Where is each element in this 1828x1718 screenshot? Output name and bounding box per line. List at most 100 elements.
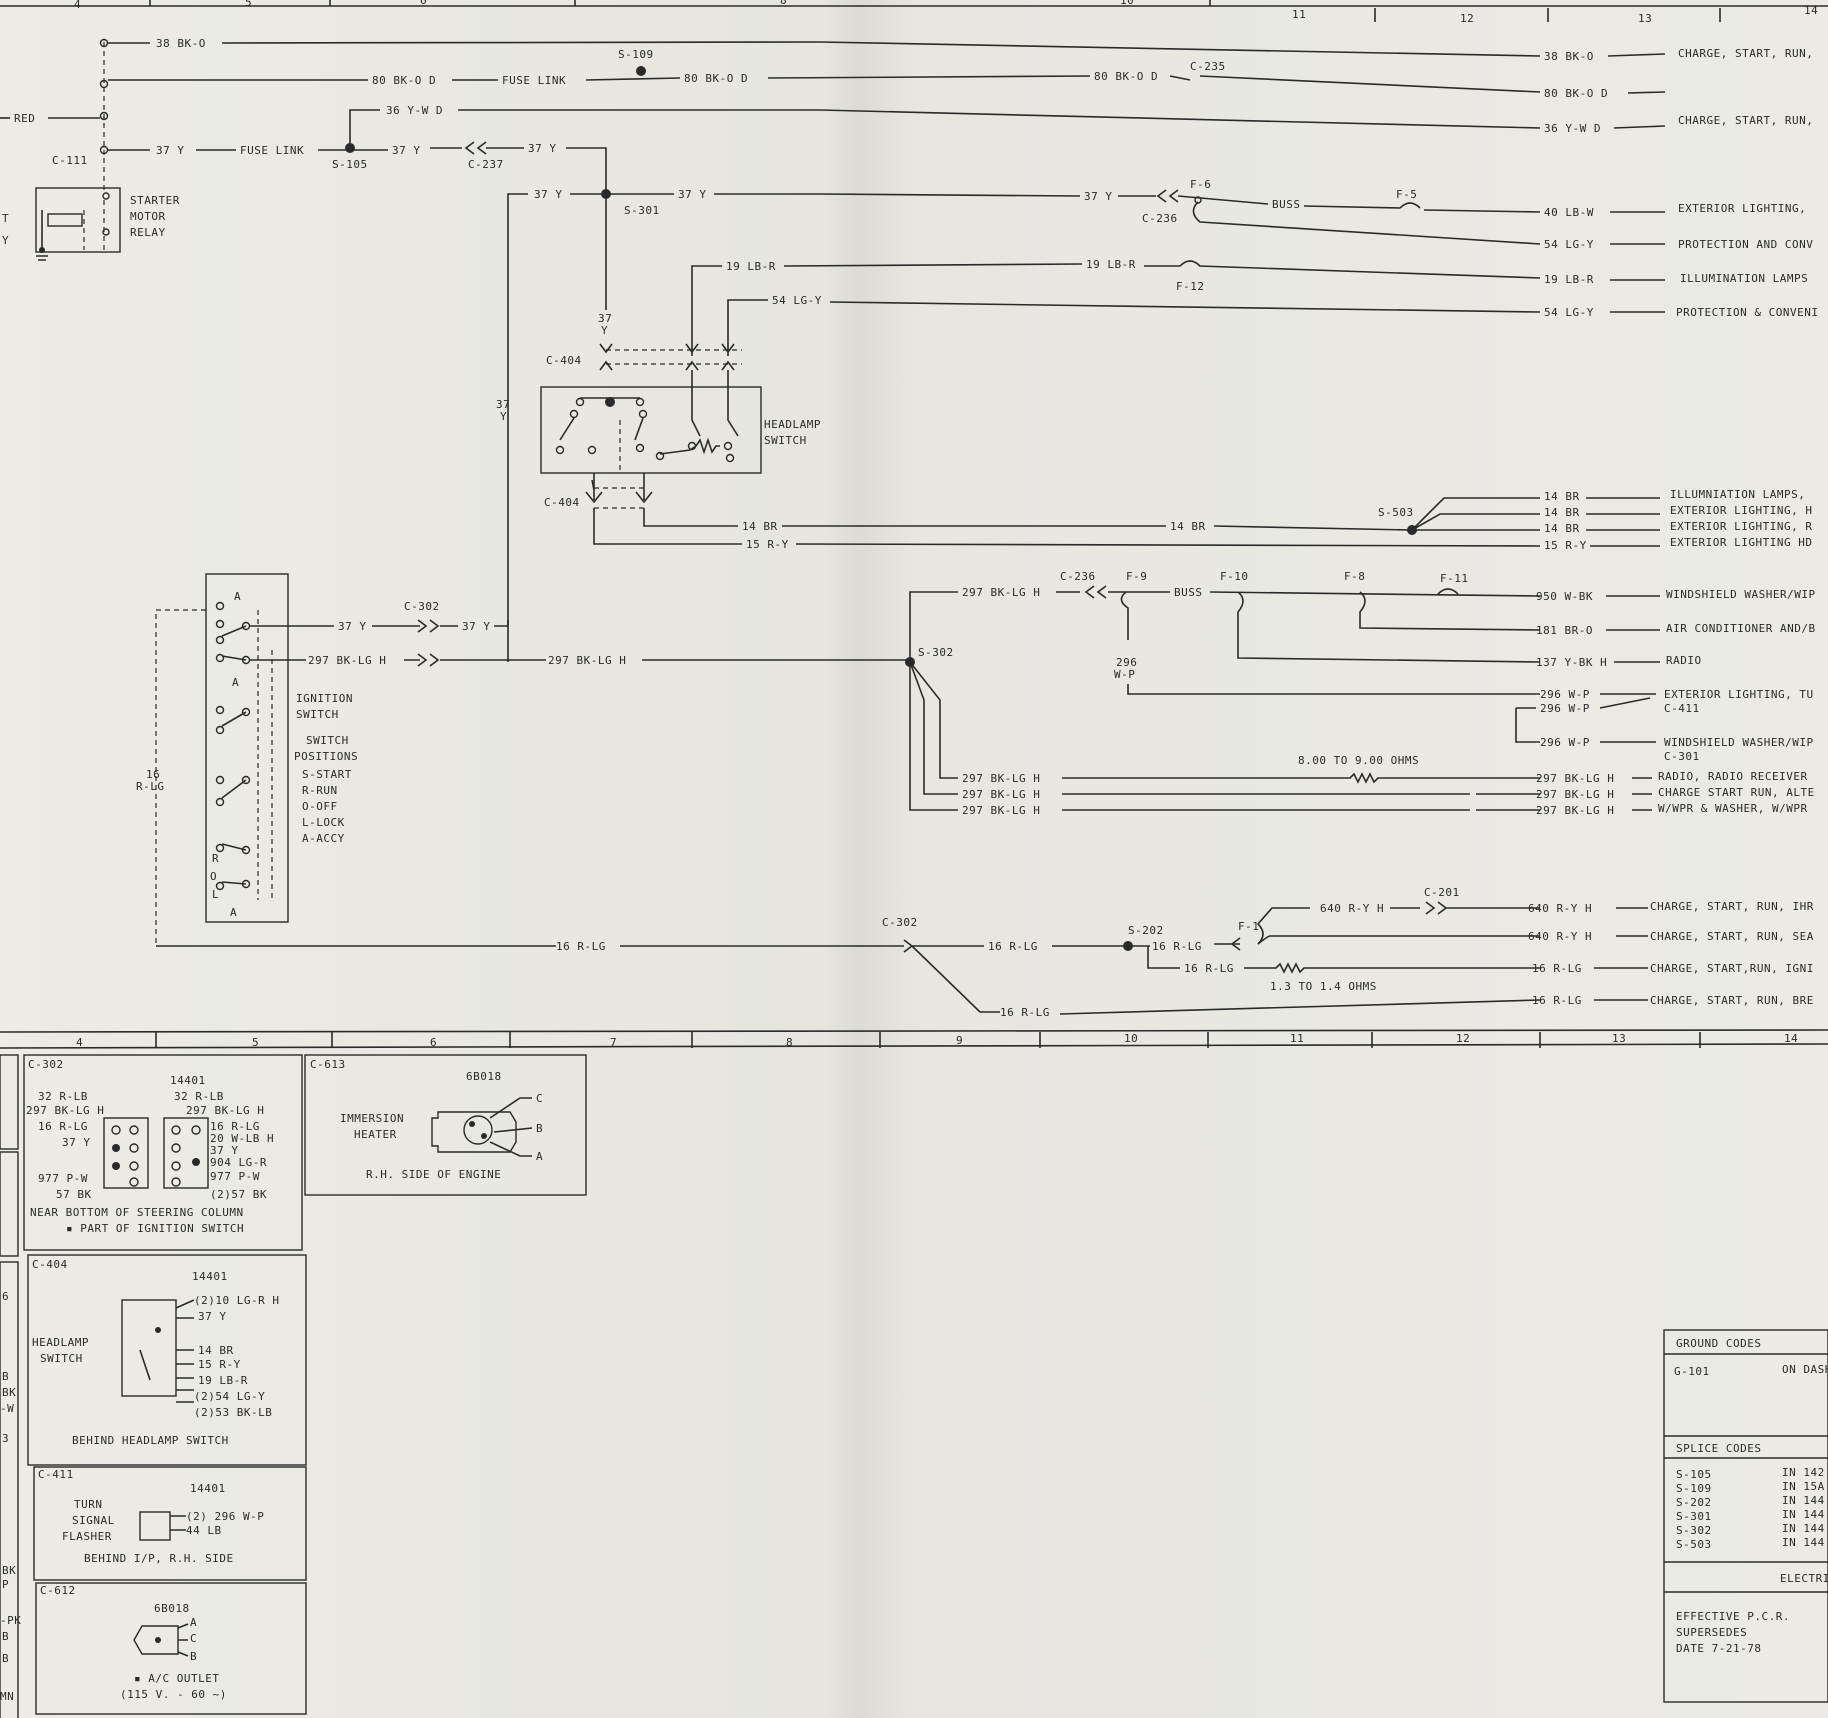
splice-label: S-301 [624, 204, 660, 217]
destination-label: EXTERIOR LIGHTING, R [1670, 520, 1812, 533]
fuse-link-label: FUSE LINK [502, 74, 566, 87]
part-number: 14401 [190, 1482, 226, 1495]
connector-id: C-612 [40, 1584, 76, 1597]
grid-col-label: 8 [780, 0, 787, 7]
connector-label: C-302 [404, 600, 440, 613]
middle-grid: 4 5 6 7 8 9 10 11 12 13 14 [0, 1029, 1828, 1049]
pin-letter: C [536, 1092, 543, 1105]
switch-position-letter: A [232, 676, 239, 689]
codes-block: GROUND CODES G-101 ON DASH SPLICE CODES … [1663, 1329, 1828, 1703]
grid-col-label: 6 [430, 1036, 437, 1049]
fuse-label: F-11 [1440, 572, 1469, 585]
pin-letter: A [536, 1150, 543, 1163]
connector-c612-detail: C-612 6B018 A C B ▪ A/C OUTLET (115 V. -… [35, 1582, 307, 1715]
wire-label: 37 [496, 398, 510, 411]
connector-label: F-6 [1190, 178, 1211, 191]
grid-col-label: 7 [610, 1036, 617, 1049]
wire-label: W-P [1114, 668, 1135, 681]
switch-position-letter: A [230, 906, 237, 919]
grid-col-label: 13 [1612, 1032, 1626, 1045]
splice-location: IN 144 [1782, 1536, 1825, 1549]
switch-positions-label: SWITCH [306, 734, 349, 747]
splice-code: S-301 [1676, 1510, 1712, 1523]
wire-label: 37 Y [156, 144, 185, 157]
ground-location: ON DASH [1782, 1363, 1828, 1376]
connector-note: BEHIND I/P, R.H. SIDE [84, 1552, 234, 1565]
splice-code: S-202 [1676, 1496, 1712, 1509]
component-label: SIGNAL [72, 1514, 115, 1527]
connector-label: C-201 [1424, 886, 1460, 899]
wire-label: 80 BK-O D [372, 74, 436, 87]
edge-label: 6 [2, 1290, 9, 1303]
switch-position-letter: R [212, 852, 219, 865]
component-label: FLASHER [62, 1530, 112, 1543]
edge-label: B [2, 1630, 9, 1643]
wire-label: 296 W-P [1540, 736, 1590, 749]
grid-col-label: 13 [1638, 12, 1652, 25]
wire-label: 296 [1116, 656, 1137, 669]
destination-label: CHARGE, START, RUN, IHR [1650, 900, 1814, 913]
wire-label: 40 LB-W [1544, 206, 1594, 219]
pin-label: (2)10 LG-R H [194, 1294, 279, 1307]
connector-label: C-235 [1190, 60, 1226, 73]
connector-label: C-237 [468, 158, 504, 171]
splice-label: S-503 [1378, 506, 1414, 519]
grid-col-label: 4 [74, 0, 81, 11]
splice-code: S-503 [1676, 1538, 1712, 1551]
pin-label: 20 W-LB H [210, 1132, 274, 1145]
destination-label: ILLUMINATION LAMPS [1680, 272, 1808, 285]
pin-label: 44 LB [186, 1524, 222, 1537]
destination-label: CHARGE START RUN, ALTE [1658, 786, 1815, 799]
destination-label: EXTERIOR LIGHTING, [1678, 202, 1806, 215]
wire-label: Y [601, 324, 608, 337]
edge-label: -W [0, 1402, 14, 1415]
pin-label: 977 P-W [210, 1170, 260, 1183]
connector-note: ▪ A/C OUTLET [134, 1672, 219, 1685]
pin-label: 57 BK [56, 1188, 92, 1201]
wire-label: 14 BR [742, 520, 778, 533]
component-label: RELAY [130, 226, 166, 239]
switch-positions-label: POSITIONS [294, 750, 358, 763]
pin-label: 297 BK-LG H [26, 1104, 104, 1117]
connector-label: C-111 [52, 154, 88, 167]
wire-label: 297 BK-LG H [1536, 788, 1614, 801]
splice-dot [345, 143, 355, 153]
wire-label: 37 Y [678, 188, 707, 201]
wire-label: 80 BK-O D [1094, 70, 1158, 83]
component-label: SWITCH [40, 1352, 83, 1365]
pin-label: 14 BR [198, 1344, 234, 1357]
grid-col-label: 4 [76, 1036, 83, 1049]
starter-motor-relay: STARTER MOTOR RELAY [35, 158, 179, 261]
connector-c302-detail: C-302 14401 32 R-LB 297 BK-LG H 16 R-LG … [23, 1054, 303, 1251]
edge-label: P [2, 1578, 9, 1591]
edge-label: B [2, 1652, 9, 1665]
left-edge-fragments: T Y B BK -W BK P -PK B B MN 6 3 [0, 212, 21, 1718]
component-label: HEATER [354, 1128, 397, 1141]
splice-location: IN 144 [1782, 1494, 1825, 1507]
component-label: IGNITION [296, 692, 353, 705]
wire-label: 297 BK-LG H [962, 586, 1040, 599]
splice-label: S-302 [918, 646, 954, 659]
codes-title: GROUND CODES [1676, 1337, 1761, 1350]
effective-label: DATE 7-21-78 [1676, 1642, 1761, 1655]
part-number: 14401 [170, 1074, 206, 1087]
pin-label: 37 Y [210, 1144, 239, 1157]
splice-location: IN 15A [1782, 1480, 1825, 1493]
wire-label: 15 R-Y [746, 538, 789, 551]
connector-label: C-301 [1664, 750, 1700, 763]
destination-label: RADIO [1666, 654, 1702, 667]
splice-code: S-105 [1676, 1468, 1712, 1481]
pin-letter: C [190, 1632, 197, 1645]
switch-positions-label: L-LOCK [302, 816, 345, 829]
pin-label: 32 R-LB [174, 1090, 224, 1103]
ground-code: G-101 [1674, 1365, 1710, 1378]
wire-label: 16 R-LG [1532, 994, 1582, 1007]
edge-label: MN [0, 1690, 14, 1703]
connector-id: C-411 [38, 1468, 74, 1481]
connector-id: C-302 [28, 1058, 64, 1071]
wire-label: 297 BK-LG H [308, 654, 386, 667]
connector-note: ▪ PART OF IGNITION SWITCH [66, 1222, 244, 1235]
wire-label: 16 R-LG [556, 940, 606, 953]
wire-label: 297 BK-LG H [548, 654, 626, 667]
